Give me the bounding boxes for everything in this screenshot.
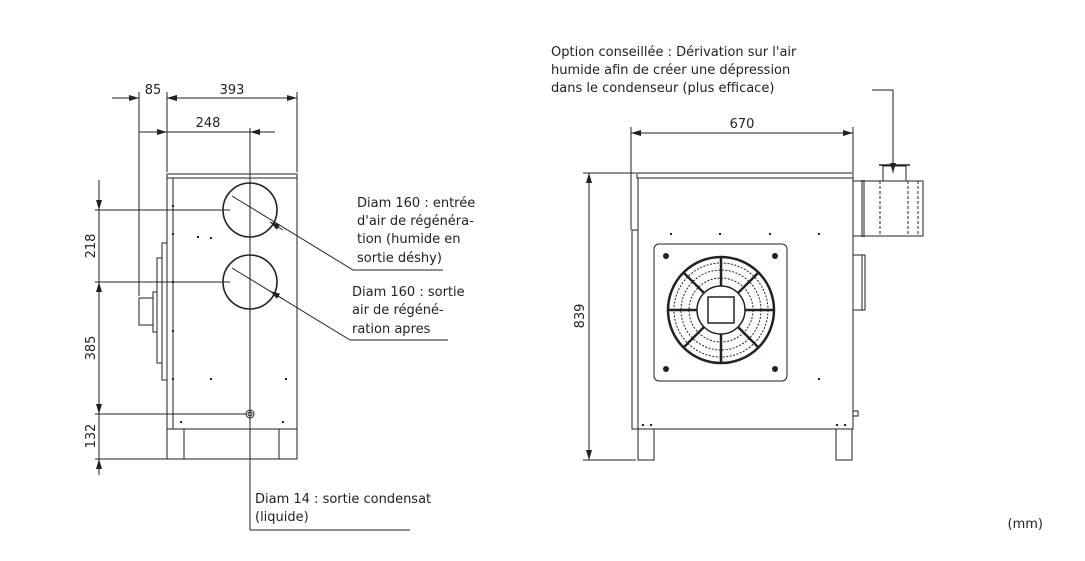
unit-body-side	[166, 177, 298, 430]
svg-text:Option conseillée : Dérivation: Option conseillée : Dérivation sur l'air	[551, 45, 797, 60]
dim-839: 839	[573, 304, 588, 329]
dim-132: 132	[84, 424, 99, 449]
svg-text:dans le condenseur (plus effic: dans le condenseur (plus efficace)	[551, 81, 774, 96]
svg-text:air de régéné-: air de régéné-	[352, 303, 444, 318]
motor-box	[138, 297, 154, 326]
top-plate	[636, 172, 854, 179]
leg	[278, 428, 298, 460]
dim-248: 248	[139, 116, 275, 135]
leg	[637, 428, 655, 461]
svg-text:85: 85	[145, 83, 162, 98]
svg-text:sortie déshy): sortie déshy)	[357, 251, 442, 266]
side-view: 85 393 248	[84, 83, 475, 531]
front-view: Option conseillée : Dérivation sur l'air…	[551, 45, 924, 461]
inlet-label: Diam 160 : entrée d'air de régénéra- tio…	[357, 196, 475, 266]
dim-670: 670	[730, 117, 755, 132]
outlet-label: Diam 160 : sortie air de régéné- ration …	[352, 285, 465, 337]
svg-text:Diam 160 : sortie: Diam 160 : sortie	[352, 285, 465, 300]
option-label: Option conseillée : Dérivation sur l'air…	[551, 45, 797, 96]
svg-text:d'air de régénéra-: d'air de régénéra-	[357, 214, 474, 229]
leg	[835, 428, 853, 461]
bypass-duct	[852, 164, 924, 237]
dim-385: 385	[84, 336, 99, 361]
side-stub	[852, 254, 866, 311]
dim-218: 218	[84, 234, 99, 259]
svg-text:(liquide): (liquide)	[255, 510, 309, 525]
fan-plate	[161, 242, 168, 381]
svg-text:humide afin de créer une dépre: humide afin de créer une dépression	[551, 63, 790, 78]
top-plate	[166, 173, 298, 179]
units-label: (mm)	[1008, 517, 1043, 532]
svg-text:248: 248	[196, 116, 221, 131]
condensate-label: Diam 14 : sortie condensat (liquide)	[250, 492, 431, 531]
dim-85: 85	[112, 83, 185, 101]
svg-text:393: 393	[220, 83, 245, 98]
leg	[166, 428, 185, 460]
svg-text:tion (humide en: tion (humide en	[357, 232, 460, 247]
fan-icon	[653, 243, 788, 382]
svg-text:Diam 14 : sortie condensat: Diam 14 : sortie condensat	[255, 492, 431, 507]
svg-text:Diam 160 : entrée: Diam 160 : entrée	[357, 196, 475, 211]
dim-393: 393	[167, 83, 297, 101]
svg-text:ration apres: ration apres	[352, 322, 431, 337]
